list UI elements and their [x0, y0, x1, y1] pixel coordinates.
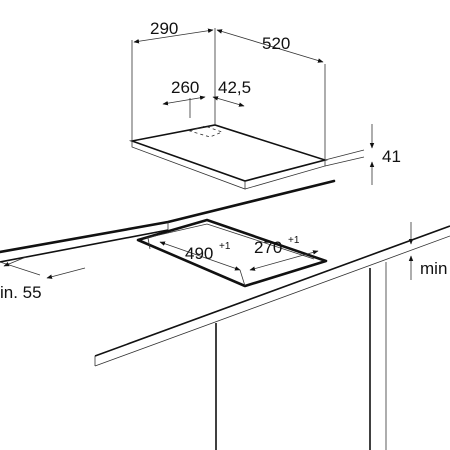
- dim-line-260: [162, 95, 206, 106]
- cutout-inner-edge: [145, 223, 315, 260]
- worktop-back-edge: [0, 179, 336, 254]
- worktop-front-left: [0, 229, 169, 263]
- label-hob-height: 41: [382, 147, 401, 166]
- cutout-opening: [136, 218, 328, 288]
- label-cutout-depth-tolerance: +1: [288, 235, 300, 246]
- dim-line-42-5: [212, 96, 245, 107]
- ext-line-490-right: [239, 269, 246, 287]
- dim-line-490: [159, 241, 241, 271]
- dim-arrow-55-left: [3, 256, 27, 267]
- ext-line-55: [0, 261, 41, 276]
- ext-line-490-left: [147, 237, 151, 250]
- label-cutout-depth: 270: [254, 238, 282, 257]
- dim-line-520: [216, 29, 324, 63]
- worktop-front-edge: [94, 225, 450, 357]
- label-cutout-offset-depth: 260: [171, 78, 199, 97]
- dim-line-290: [133, 28, 214, 44]
- hob-edge-line-top: [324, 149, 365, 161]
- label-cutout-offset-side: 42,5: [218, 78, 251, 97]
- hob-front-bevel: [131, 141, 246, 190]
- hob-edge-line: [324, 156, 365, 167]
- hob-drawing: 290 520 260 42,5 41: [128, 19, 401, 190]
- label-min-left: in. 55: [0, 283, 42, 302]
- label-min-right: min: [420, 259, 447, 278]
- worktop-front-lower: [94, 235, 450, 367]
- label-hob-depth: 290: [150, 19, 178, 38]
- dim-line-270: [249, 250, 319, 271]
- hob-top-plate: [128, 124, 328, 182]
- dim-arrow-55-right: [46, 267, 86, 279]
- label-cutout-width: 490: [185, 244, 213, 263]
- worktop-drawing: 490 +1 270 +1 in. 55 min: [0, 179, 450, 450]
- burner-outline: [188, 125, 224, 138]
- label-cutout-width-tolerance: +1: [219, 241, 231, 252]
- hob-side-bevel: [244, 160, 326, 190]
- label-hob-width: 520: [262, 34, 290, 53]
